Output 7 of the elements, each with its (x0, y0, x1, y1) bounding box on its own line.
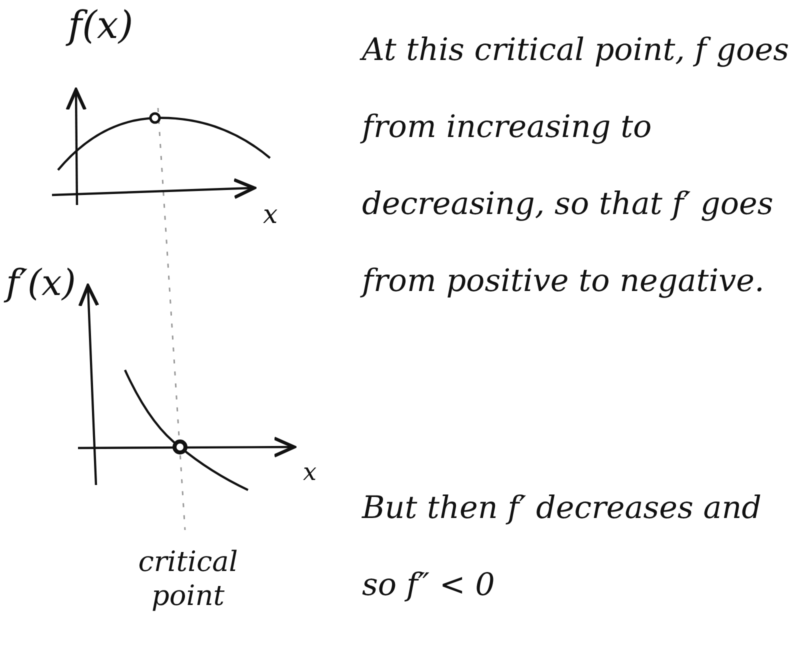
explanation-text: At this critical point, f goes from increasing to decreasing, so that f′ goes from positive to negative. (362, 12, 802, 320)
axis-label: x (263, 200, 278, 231)
explanation-text: But then f′ decreases and so f″ < 0 (362, 489, 763, 605)
annotation-text: critical point (137, 545, 239, 613)
function-label: f′(x) (6, 262, 76, 305)
axis-label: x (303, 458, 317, 487)
function-label: f(x) (68, 2, 134, 48)
